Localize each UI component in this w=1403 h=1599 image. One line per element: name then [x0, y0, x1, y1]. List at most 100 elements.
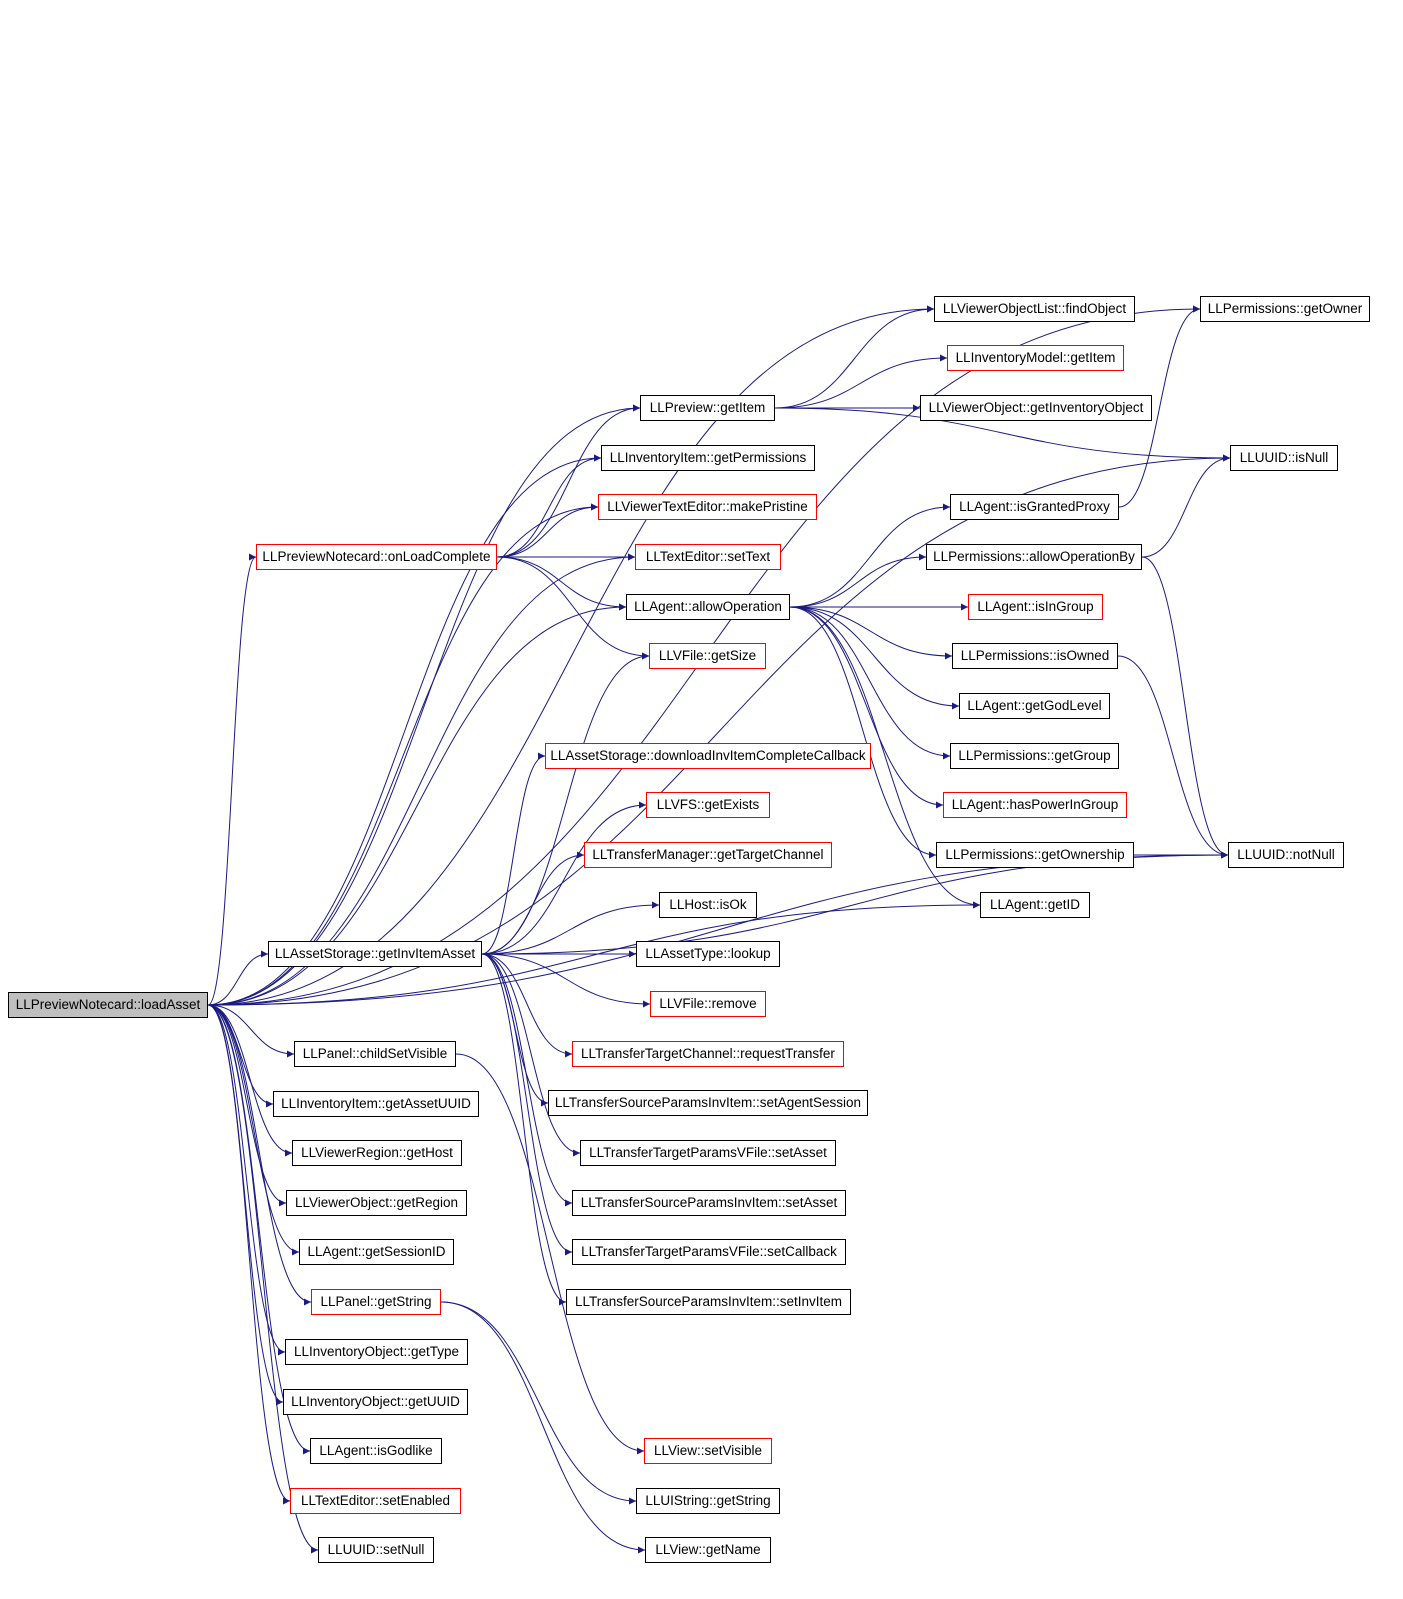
- node-host-is-ok[interactable]: LLHost::isOk: [659, 892, 757, 918]
- node-load-asset[interactable]: LLPreviewNotecard::loadAsset: [8, 992, 208, 1018]
- edge-onLoadComplete-to-vfileGetSize: [496, 556, 650, 660]
- edge-allowOperation-to-allowOperationBy: [789, 553, 927, 608]
- edge-loadAsset-to-previewGetItem: [207, 404, 641, 1006]
- edge-loadAsset-to-notNull: [207, 851, 1229, 1006]
- node-set-null[interactable]: LLUUID::setNull: [318, 1537, 434, 1563]
- edge-panelGetString-to-viewGetName: [440, 1301, 646, 1554]
- edge-loadAsset-to-makePristine: [207, 503, 599, 1006]
- node-on-load-complete[interactable]: LLPreviewNotecard::onLoadComplete: [256, 544, 497, 570]
- node-source-set-asset[interactable]: LLTransferSourceParamsInvItem::setAsset: [572, 1190, 846, 1216]
- node-panel-get-string[interactable]: LLPanel::getString: [311, 1289, 441, 1315]
- edge-loadAsset-to-panelGetString: [207, 1004, 312, 1306]
- edge-allowOperation-to-getGodLevel: [789, 606, 960, 710]
- node-is-in-group[interactable]: LLAgent::isInGroup: [968, 594, 1103, 620]
- edge-getInvItemAsset-to-getTargetChannel: [481, 851, 585, 955]
- edge-loadAsset-to-isNull: [207, 454, 1231, 1006]
- node-ui-string-get-string[interactable]: LLUIString::getString: [636, 1488, 780, 1514]
- node-child-set-visible[interactable]: LLPanel::childSetVisible: [294, 1041, 456, 1067]
- node-agent-get-i-d[interactable]: LLAgent::getID: [980, 892, 1090, 918]
- edge-loadAsset-to-agentGetID: [207, 901, 981, 1006]
- edge-allowOperation-to-isGrantedProxy: [789, 503, 951, 608]
- node-is-null[interactable]: LLUUID::isNull: [1230, 445, 1338, 471]
- node-vfile-get-size[interactable]: LLVFile::getSize: [649, 643, 766, 669]
- edge-loadAsset-to-getPermissions: [207, 454, 602, 1006]
- node-asset-type-lookup[interactable]: LLAssetType::lookup: [636, 941, 780, 967]
- node-has-power-in-group[interactable]: LLAgent::hasPowerInGroup: [943, 792, 1127, 818]
- node-set-agent-session[interactable]: LLTransferSourceParamsInvItem::setAgentS…: [548, 1090, 868, 1116]
- edge-allowOperation-to-hasPowerInGroup: [789, 606, 944, 809]
- node-get-host[interactable]: LLViewerRegion::getHost: [292, 1140, 462, 1166]
- edge-allowOperation-to-isOwned: [789, 606, 953, 660]
- node-get-inventory-object[interactable]: LLViewerObject::getInventoryObject: [920, 395, 1152, 421]
- edge-getInvItemAsset-to-vfsGetExists: [481, 801, 647, 955]
- edge-loadAsset-to-onLoadComplete: [207, 553, 257, 1006]
- edge-getInvItemAsset-to-targetSetAsset: [481, 953, 581, 1157]
- node-is-granted-proxy[interactable]: LLAgent::isGrantedProxy: [950, 494, 1119, 520]
- node-set-text[interactable]: LLTextEditor::setText: [635, 544, 781, 570]
- edge-onLoadComplete-to-previewGetItem: [496, 404, 641, 558]
- edge-loadAsset-to-getType: [207, 1004, 286, 1356]
- edge-allowOperation-to-getOwnership: [789, 606, 937, 859]
- edge-getInvItemAsset-to-downloadCb: [481, 752, 546, 955]
- node-view-get-name[interactable]: LLView::getName: [645, 1537, 771, 1563]
- node-is-godlike[interactable]: LLAgent::isGodlike: [310, 1438, 442, 1464]
- node-model-get-item[interactable]: LLInventoryModel::getItem: [947, 345, 1124, 371]
- edge-previewGetItem-to-modelGetItem: [774, 354, 948, 409]
- node-set-callback[interactable]: LLTransferTargetParamsVFile::setCallback: [572, 1239, 846, 1265]
- node-get-target-channel[interactable]: LLTransferManager::getTargetChannel: [584, 842, 832, 868]
- node-allow-operation[interactable]: LLAgent::allowOperation: [626, 594, 790, 620]
- edge-loadAsset-to-setText: [207, 553, 636, 1006]
- node-preview-get-item[interactable]: LLPreview::getItem: [640, 395, 775, 421]
- edge-loadAsset-to-childSetVisible: [207, 1004, 295, 1058]
- node-get-god-level[interactable]: LLAgent::getGodLevel: [959, 693, 1110, 719]
- edge-previewGetItem-to-findObject: [774, 305, 935, 409]
- node-get-owner[interactable]: LLPermissions::getOwner: [1200, 296, 1370, 322]
- edge-getInvItemAsset-to-hostIsOk: [481, 901, 660, 955]
- edge-getInvItemAsset-to-setInvItem: [481, 953, 567, 1306]
- node-get-ownership[interactable]: LLPermissions::getOwnership: [936, 842, 1134, 868]
- node-view-set-visible[interactable]: LLView::setVisible: [644, 1438, 772, 1464]
- edge-allowOperationBy-to-notNull: [1141, 556, 1229, 859]
- edge-loadAsset-to-isGodlike: [207, 1004, 311, 1455]
- node-make-pristine[interactable]: LLViewerTextEditor::makePristine: [598, 494, 817, 520]
- edge-previewGetItem-to-isNull: [774, 407, 1231, 462]
- node-get-type[interactable]: LLInventoryObject::getType: [285, 1339, 468, 1365]
- node-get-inv-item-asset[interactable]: LLAssetStorage::getInvItemAsset: [268, 941, 482, 967]
- edge-loadAsset-to-getHost: [207, 1004, 293, 1157]
- node-is-owned[interactable]: LLPermissions::isOwned: [952, 643, 1118, 669]
- edge-loadAsset-to-setEnabled: [207, 1004, 291, 1505]
- edge-allowOperationBy-to-isNull: [1141, 454, 1231, 558]
- node-get-asset-u-u-i-d[interactable]: LLInventoryItem::getAssetUUID: [273, 1091, 479, 1117]
- node-download-cb[interactable]: LLAssetStorage::downloadInvItemCompleteC…: [545, 743, 871, 769]
- edge-loadAsset-to-setNull: [207, 1004, 319, 1554]
- edge-isOwned-to-notNull: [1117, 655, 1229, 859]
- node-request-transfer[interactable]: LLTransferTargetChannel::requestTransfer: [572, 1041, 844, 1067]
- node-perm-get-group[interactable]: LLPermissions::getGroup: [950, 743, 1119, 769]
- edge-getInvItemAsset-to-vfileGetSize: [481, 652, 650, 955]
- edge-loadAsset-to-allowOperation: [207, 603, 627, 1006]
- node-target-set-asset[interactable]: LLTransferTargetParamsVFile::setAsset: [580, 1140, 836, 1166]
- node-find-object[interactable]: LLViewerObjectList::findObject: [934, 296, 1135, 322]
- node-vfs-get-exists[interactable]: LLVFS::getExists: [646, 792, 770, 818]
- edge-getInvItemAsset-to-sourceSetAsset: [481, 953, 573, 1207]
- edge-getInvItemAsset-to-requestTransfer: [481, 953, 573, 1058]
- node-set-inv-item[interactable]: LLTransferSourceParamsInvItem::setInvIte…: [566, 1289, 851, 1315]
- node-allow-operation-by[interactable]: LLPermissions::allowOperationBy: [926, 544, 1142, 570]
- edge-isGrantedProxy-to-getOwner: [1118, 305, 1201, 508]
- edge-panelGetString-to-uiStringGetString: [440, 1301, 637, 1505]
- node-not-null[interactable]: LLUUID::notNull: [1228, 842, 1344, 868]
- edge-onLoadComplete-to-makePristine: [496, 503, 599, 558]
- edge-allowOperation-to-permGetGroup: [789, 606, 951, 760]
- node-vfile-remove[interactable]: LLVFile::remove: [650, 991, 766, 1017]
- edge-getInvItemAsset-to-vfileRemove: [481, 953, 651, 1008]
- edge-loadAsset-to-getInvItemAsset: [207, 950, 269, 1006]
- node-get-u-u-i-d[interactable]: LLInventoryObject::getUUID: [283, 1389, 468, 1415]
- edge-onLoadComplete-to-getPermissions: [496, 454, 602, 558]
- edge-getInvItemAsset-to-notNull: [481, 851, 1229, 955]
- node-get-permissions[interactable]: LLInventoryItem::getPermissions: [601, 445, 815, 471]
- node-get-region[interactable]: LLViewerObject::getRegion: [286, 1190, 467, 1216]
- node-set-enabled[interactable]: LLTextEditor::setEnabled: [290, 1488, 461, 1514]
- node-get-session-i-d[interactable]: LLAgent::getSessionID: [299, 1239, 454, 1265]
- edge-childSetVisible-to-viewSetVisible: [455, 1053, 645, 1455]
